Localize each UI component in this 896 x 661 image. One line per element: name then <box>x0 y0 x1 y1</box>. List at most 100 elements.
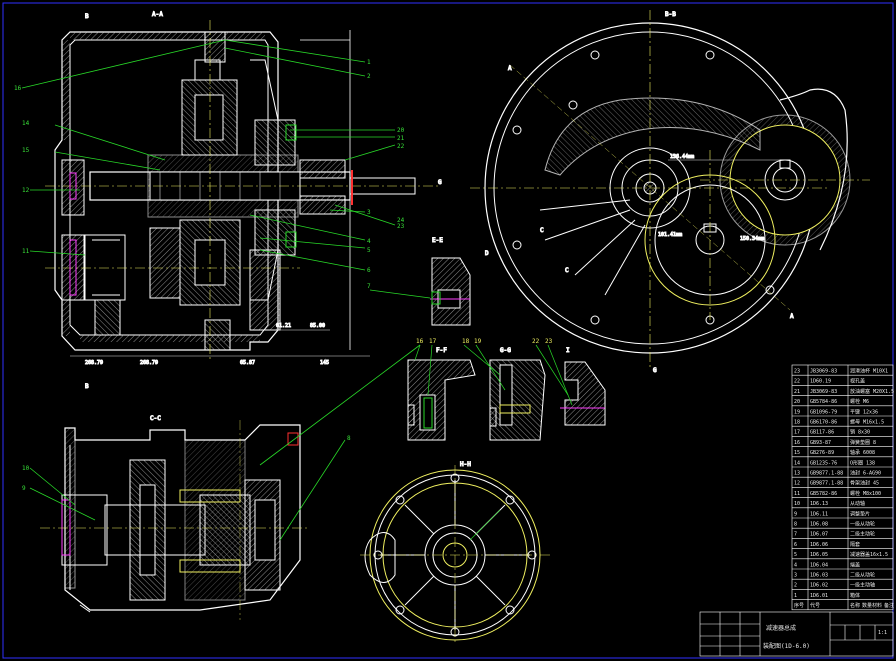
bom-cell-no: 12 <box>794 481 800 487</box>
bom-cell-code: 1D6.13 <box>810 501 828 507</box>
section-a-title: A-A <box>152 11 163 18</box>
view-d-title: H-H <box>460 461 471 468</box>
title-block: 减速器总成 装配图(1D-6.0) 1:1 <box>699 611 894 657</box>
balloon-23: 23 <box>397 223 405 230</box>
bom-cell-code: 1D6.08 <box>810 522 828 528</box>
bom-cell-name: 螺母 M16x1.5 <box>850 419 884 426</box>
bom-cell-name: 箱体 <box>850 592 860 599</box>
bom-cell-no: 7 <box>794 532 797 538</box>
bom-cell-no: 23 <box>794 369 800 375</box>
balloon-11: 11 <box>22 248 30 255</box>
detail-balloon-16: 16 <box>416 338 424 345</box>
balloon-2: 2 <box>367 73 371 80</box>
detail-balloon-19: 19 <box>474 338 482 345</box>
bom-cell-code: GB9877.1-88 <box>810 471 843 477</box>
bom-header-cell: 代号 <box>810 602 820 609</box>
bom-cell-code: 1D6.11 <box>810 511 828 517</box>
detail-views-row: F-F G-G I <box>407 347 606 441</box>
balloon-9: 9 <box>22 485 26 492</box>
bom-cell-name: 油封 6-AG90 <box>850 470 881 477</box>
balloon-3: 3 <box>367 209 371 216</box>
title-drawing-no: 装配图(1D-6.0) <box>763 642 810 650</box>
detail-balloon-18: 18 <box>462 338 470 345</box>
bom-cell-name: 隔套 <box>850 541 860 548</box>
bom-cell-name: 润滑油杯 M10X1 <box>850 368 888 375</box>
bom-cell-no: 11 <box>794 491 800 497</box>
bom-cell-name: 平键 12x36 <box>850 408 878 415</box>
section-b-title: B-B <box>665 11 676 18</box>
bom-cell-name: 从动轴 <box>850 500 865 507</box>
section-e-title: E-E <box>432 237 443 244</box>
bom-cell-name: 二级主动轮 <box>850 531 875 538</box>
bom-cell-no: 10 <box>794 501 800 507</box>
main-view-leaders <box>21 39 431 299</box>
bom-cell-code: GB276-89 <box>810 450 834 456</box>
bom-cell-code: GB1235-76 <box>810 460 837 466</box>
bom-cell-name: 调整垫片 <box>850 510 870 517</box>
bom-cell-no: 16 <box>794 440 800 446</box>
bom-cell-code: 1D6.06 <box>810 542 828 548</box>
section-f-title: F-F <box>436 347 447 354</box>
section-c-leaders <box>29 344 421 541</box>
section-mark-d1: D <box>485 250 489 257</box>
bom-cell-code: 1D6.04 <box>810 562 828 568</box>
balloon-5: 5 <box>367 247 371 254</box>
bom-cell-name: O形圈 138 <box>850 459 875 466</box>
balloon-12: 12 <box>22 187 30 194</box>
bom-cell-code: GB9877.1-88 <box>810 481 843 487</box>
bom-cell-name: 减速器盖16x1.5 <box>850 551 888 558</box>
dim-mid-1: 61.21 <box>276 323 291 329</box>
bom-cell-name: 一级从动轮 <box>850 521 875 528</box>
section-mark-b2: B <box>85 383 89 390</box>
balloon-15: 15 <box>22 147 30 154</box>
balloon-7: 7 <box>367 283 371 290</box>
balloon-20: 20 <box>397 127 405 134</box>
bom-cell-name: 轴承 6008 <box>850 449 875 456</box>
bom-cell-no: 6 <box>794 542 797 548</box>
balloon-16: 16 <box>14 85 22 92</box>
section-c-title: C-C <box>150 415 161 422</box>
bom-cell-no: 19 <box>794 409 800 415</box>
bom-cell-code: JB3069-83 <box>810 369 837 375</box>
bom-cell-no: 13 <box>794 471 800 477</box>
bom-cell-no: 15 <box>794 450 800 456</box>
section-mark-b: B <box>85 13 89 20</box>
bom-cell-code: JB3069-83 <box>810 389 837 395</box>
bom-cell-code: 1D6.05 <box>810 552 828 558</box>
bom-cell-code: GB1096-79 <box>810 409 837 415</box>
bom-cell-name: 二级从动轮 <box>850 572 875 579</box>
bom-cell-name: 弹簧垫圈 8 <box>850 439 876 446</box>
section-b-b-view: B-B A A <box>470 10 870 375</box>
balloon-10: 10 <box>22 465 30 472</box>
dim-mid-2: 85.00 <box>310 323 325 329</box>
bom-cell-no: 22 <box>794 379 800 385</box>
balloon-14: 14 <box>22 120 30 127</box>
title-scale: 1:1 <box>878 630 887 636</box>
centerline-mark-g: G <box>438 179 442 186</box>
balloon-22: 22 <box>397 143 405 150</box>
view-d-flange: H-H <box>360 461 550 645</box>
bom-cell-name: 端盖 <box>850 561 860 568</box>
title-drawing-name: 减速器总成 <box>766 624 796 632</box>
dim-main-3: 145 <box>320 360 329 366</box>
balloon-24: 24 <box>397 217 405 224</box>
view-h-title: I <box>566 347 570 354</box>
bom-cell-name: 螺栓 M6 <box>850 398 869 405</box>
bom-header-cell: 备注 <box>884 602 894 609</box>
bom-cell-name: 螺栓 M8x100 <box>850 490 881 497</box>
dim-side-center: 136.44mm <box>670 154 694 160</box>
bom-cell-name: 销 8x30 <box>850 429 870 436</box>
bom-cell-code: 1D6.03 <box>810 573 828 579</box>
dim-main-1b: 268.79 <box>140 360 158 366</box>
dim-side-left: 101.41mm <box>658 232 682 238</box>
bom-cell-no: 18 <box>794 420 800 426</box>
bom-cell-code: 1D60.19 <box>810 379 831 385</box>
section-a-a-view: B A-A <box>45 11 443 367</box>
bom-cell-no: 5 <box>794 552 797 558</box>
main-view-balloons: 1 2 20 21 22 23 24 3 4 5 6 7 16 14 15 12… <box>14 59 405 290</box>
bom-cell-no: 17 <box>794 430 800 436</box>
bom-cell-no: 8 <box>794 522 797 528</box>
bom-cell-name: 放油螺塞 M20X1.5 <box>850 388 894 395</box>
